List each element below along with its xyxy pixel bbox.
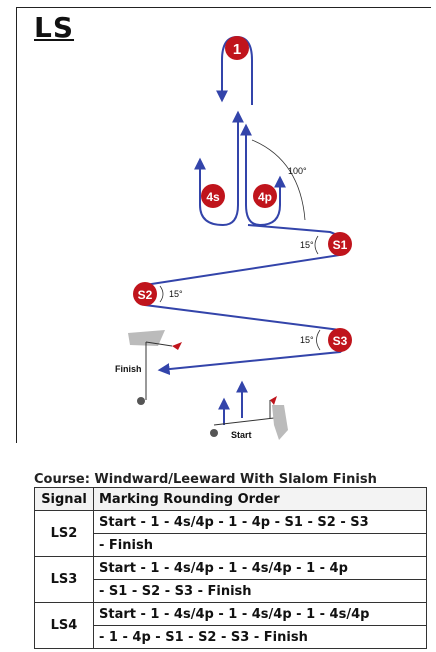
finish-flag-icon [172, 342, 182, 350]
svg-text:4s: 4s [206, 190, 220, 204]
order-cell: Start - 1 - 4s/4p - 1 - 4p - S1 - S2 - S… [93, 510, 427, 534]
diagram-frame [16, 7, 431, 443]
table-row: - Finish [35, 533, 427, 557]
svg-text:4p: 4p [258, 190, 272, 204]
order-cell-continued: - Finish [93, 533, 427, 557]
order-cell: Start - 1 - 4s/4p - 1 - 4s/4p - 1 - 4s/4… [93, 602, 427, 626]
mark-s2: S2 [133, 282, 157, 306]
angle-arc-s1 [314, 235, 319, 255]
angle-label-s3: 15° [300, 335, 314, 345]
start-line [210, 380, 288, 440]
committee-boat-icon [128, 330, 165, 346]
order-cell-continued: - 1 - 4p - S1 - S2 - S3 - Finish [93, 625, 427, 649]
signal-cell: LS2 [34, 510, 94, 557]
course-line-gate [194, 110, 286, 227]
page-title: LS [34, 11, 75, 44]
course-caption: Course: Windward/Leeward With Slalom Fin… [34, 472, 377, 487]
svg-text:1: 1 [233, 41, 241, 58]
angle-arc-s2 [159, 285, 164, 303]
mark-1: 1 [225, 36, 249, 60]
mark-s3: S3 [328, 328, 352, 352]
order-cell-continued: - S1 - S2 - S3 - Finish [93, 579, 427, 603]
mark-4p: 4p [253, 184, 277, 208]
svg-text:S1: S1 [333, 238, 348, 252]
angle-label-100: 100° [288, 166, 307, 176]
mark-s1: S1 [328, 232, 352, 256]
angle-label-s1: 15° [300, 240, 314, 250]
signal-cell: LS4 [34, 602, 94, 649]
start-boat-icon [272, 405, 288, 440]
start-label: Start [231, 430, 252, 440]
signal-cell: LS3 [34, 556, 94, 603]
svg-text:S3: S3 [333, 334, 348, 348]
angle-arc-100 [251, 139, 306, 221]
table-row: LS2 Start - 1 - 4s/4p - 1 - 4p - S1 - S2… [34, 510, 427, 557]
table-row: LS3 Start - 1 - 4s/4p - 1 - 4s/4p - 1 - … [34, 556, 427, 603]
finish-pin-buoy-icon [137, 397, 145, 405]
start-flag-icon [270, 396, 277, 405]
table-row: - 1 - 4p - S1 - S2 - S3 - Finish [35, 625, 427, 649]
table-header-row: Signal Marking Rounding Order [34, 487, 427, 511]
finish-label: Finish [115, 364, 142, 374]
course-diagram: 100° 15° 15° 15° 1 4s 4p S1 S2 S3 [115, 35, 352, 440]
header-order: Marking Rounding Order [93, 487, 427, 511]
svg-text:S2: S2 [138, 288, 153, 302]
start-pin-buoy-icon [210, 429, 218, 437]
mark-4s: 4s [201, 184, 225, 208]
order-cell: Start - 1 - 4s/4p - 1 - 4s/4p - 1 - 4p [93, 556, 427, 580]
header-signal: Signal [34, 487, 94, 511]
angle-label-s2: 15° [169, 289, 183, 299]
rounding-order-table: Signal Marking Rounding Order LS2 Start … [34, 487, 427, 649]
finish-line [128, 330, 182, 405]
table-row: LS4 Start - 1 - 4s/4p - 1 - 4s/4p - 1 - … [34, 602, 427, 649]
table-row: - S1 - S2 - S3 - Finish [35, 579, 427, 603]
angle-arc-s3 [316, 329, 321, 351]
